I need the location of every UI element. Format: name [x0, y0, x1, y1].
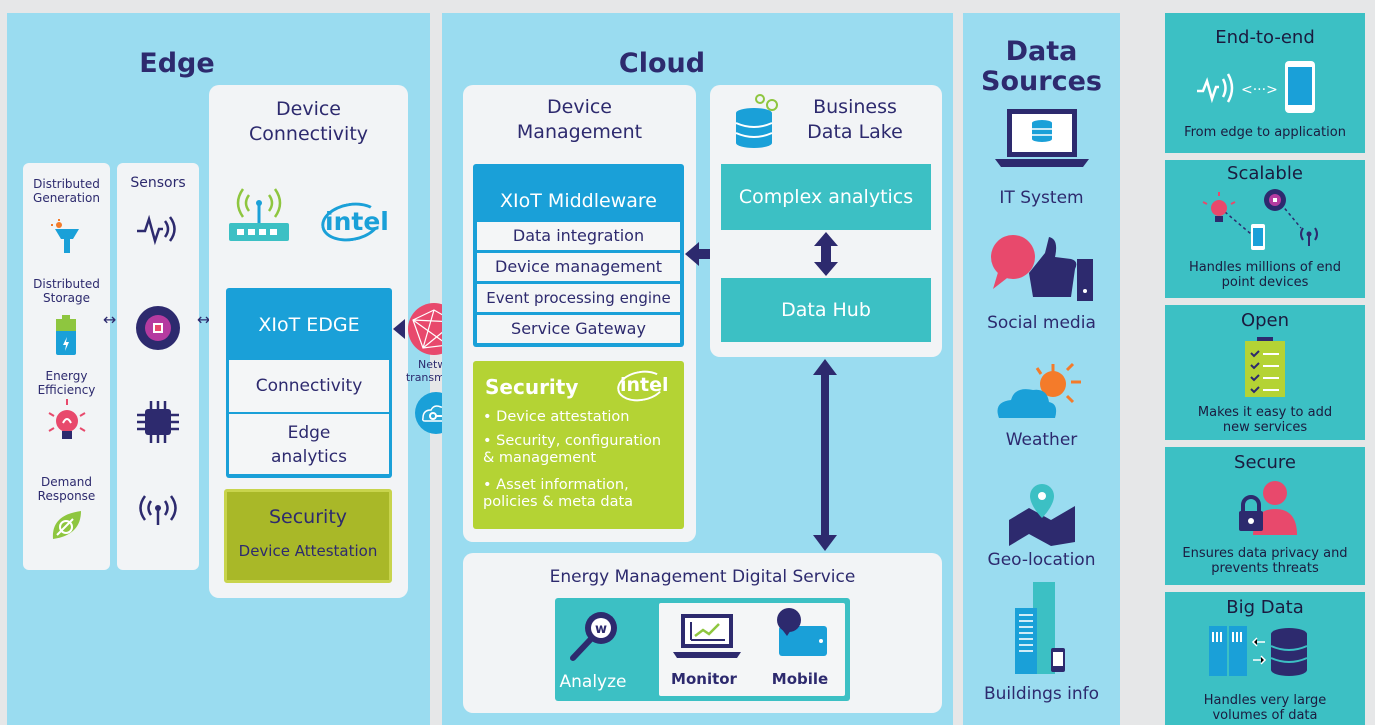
vertical-double-arrow	[813, 359, 837, 551]
feature-title: Big Data	[1226, 597, 1304, 618]
feature-title: Secure	[1234, 452, 1296, 473]
feature-card-open: Open Makes it easy to add new services	[1165, 305, 1365, 440]
distributed-storage-label: Distributed Storage	[33, 277, 100, 305]
intel-logo-text: intel	[325, 207, 389, 236]
intel-logo-text: intel	[620, 374, 669, 396]
demand-response-label: Demand Response	[37, 475, 96, 503]
bidirectional-arrow: ↔	[103, 310, 117, 329]
signal-to-phone-icon: <···>	[1197, 61, 1315, 113]
service-gateway-row: Service Gateway	[477, 315, 680, 343]
laptop-database-icon	[995, 109, 1089, 167]
xiot-edge-title: XIoT EDGE	[258, 314, 360, 336]
edge-panel: Edge Distributed Generation Distributed …	[7, 13, 430, 725]
lightbulb-icon	[48, 399, 86, 439]
feature-card-scalable: Scalable Handles millions of end point d…	[1165, 160, 1365, 298]
security-bullet-text: Device attestation	[496, 409, 630, 425]
edge-security-block: Security Device Attestation	[224, 489, 392, 583]
data-sources-title: Data Sources	[981, 36, 1102, 97]
sensors-column: Sensors	[117, 163, 199, 570]
magnifier-icon: w	[570, 612, 617, 661]
map-pin-icon	[1009, 484, 1075, 546]
social-thumbs-icon	[991, 235, 1093, 301]
sensor-device-icon	[136, 306, 180, 350]
security-bullet: • Security, configuration & management	[483, 433, 662, 466]
mobile-label: Mobile	[771, 670, 829, 688]
edge-analytics-row: Edge analytics	[229, 414, 389, 474]
battery-icon	[56, 315, 76, 355]
emds-title: Energy Management Digital Service	[549, 567, 856, 587]
security-bullet: • Device attestation	[483, 409, 630, 425]
device-management-title: Device Management	[516, 96, 643, 143]
complex-analytics-block: Complex analytics	[721, 164, 931, 230]
device-connectivity-title: Device Connectivity	[248, 98, 369, 145]
emds-card: Energy Management Digital Service w Anal…	[463, 553, 942, 713]
xiot-middleware-title: XIoT Middleware	[500, 190, 657, 212]
data-hub-block: Data Hub	[721, 278, 931, 342]
vertical-double-arrow	[814, 232, 838, 276]
cloud-security-title: Security	[485, 375, 579, 399]
xiot-middleware-block: XIoT Middleware Data integration Device …	[473, 164, 684, 347]
monitor-label: Monitor	[671, 670, 737, 688]
feature-card-end-to-end: End-to-end <···> From edge to applicatio…	[1165, 13, 1365, 153]
feature-card-big-data: Big Data Handles very large volumes of d…	[1165, 592, 1365, 725]
cloud-panel: Cloud Device Management XIoT Middleware …	[442, 13, 953, 725]
emds-apps-block: w Analyze Monitor Mobile	[555, 598, 850, 701]
checklist-icon	[1245, 337, 1285, 397]
device-attestation-label: Device Attestation	[238, 542, 378, 560]
business-data-lake-card: Business Data Lake Complex analytics Dat…	[710, 85, 942, 357]
device-management-card: Device Management XIoT Middleware Data i…	[463, 85, 696, 542]
leaf-icon	[52, 511, 81, 539]
svg-text:w: w	[595, 622, 607, 637]
feature-description: Ensures data privacy and prevents threat…	[1182, 546, 1348, 576]
distributed-generation-label: Distributed Generation	[33, 177, 100, 205]
data-source-label: Weather	[1005, 430, 1078, 450]
broadcast-icon	[139, 495, 177, 525]
database-gear-icon	[735, 94, 778, 148]
feature-description: Makes it easy to add new services	[1197, 405, 1333, 435]
xiot-edge-block: XIoT EDGE Connectivity Edge analytics	[226, 288, 392, 478]
data-integration-row: Data integration	[477, 222, 680, 250]
monitor-icon	[673, 614, 741, 658]
feature-card-secure: Secure Ensures data privacy and prevents…	[1165, 447, 1365, 585]
solar-lamp-icon	[51, 219, 79, 253]
feature-description: From edge to application	[1184, 125, 1346, 140]
security-bullet-text: Asset information, policies & meta data	[483, 477, 634, 510]
weather-icon	[997, 362, 1081, 418]
feature-title: Scalable	[1227, 163, 1303, 184]
router-icon	[229, 188, 289, 241]
sensors-label: Sensors	[130, 175, 186, 191]
analyze-label: Analyze	[559, 672, 627, 692]
sources-column: Distributed Generation Distributed Stora…	[23, 163, 110, 570]
chip-icon	[137, 401, 179, 443]
energy-efficiency-label: Energy Efficiency	[37, 369, 96, 397]
edge-title: Edge	[139, 48, 215, 79]
svg-text:<···>: <···>	[1241, 82, 1278, 98]
bidirectional-arrow: ↔	[197, 310, 211, 329]
event-processing-row: Event processing engine	[477, 284, 680, 312]
data-source-label: Buildings info	[983, 684, 1100, 704]
mobile-device-icon	[777, 608, 827, 656]
business-data-lake-title: Business Data Lake	[807, 96, 903, 143]
connectivity-row: Connectivity	[229, 360, 389, 412]
data-source-label: Social media	[987, 313, 1096, 333]
data-source-label: Geo-location	[987, 550, 1096, 570]
device-management-row: Device management	[477, 253, 680, 281]
security-bullet: • Asset information, policies & meta dat…	[483, 477, 634, 510]
security-bullet-text: Security, configuration & management	[483, 433, 662, 466]
feature-description: Handles very large volumes of data	[1203, 693, 1327, 723]
data-source-label: IT System	[999, 188, 1084, 208]
servers-database-icon	[1209, 626, 1308, 676]
signal-wave-icon	[137, 214, 176, 246]
edge-security-title: Security	[268, 506, 348, 528]
cloud-title: Cloud	[618, 48, 706, 79]
feature-description: Handles millions of end point devices	[1188, 260, 1342, 290]
feature-title: Open	[1240, 310, 1290, 331]
buildings-icon	[1015, 582, 1065, 674]
feature-title: End-to-end	[1215, 27, 1315, 48]
cloud-security-block: Security intel • Device attestation • Se…	[473, 361, 684, 529]
user-lock-icon	[1239, 481, 1297, 535]
device-connectivity-card: Device Connectivity intel XIoT EDGE Conn…	[209, 85, 408, 598]
devices-network-icon	[1202, 189, 1318, 250]
